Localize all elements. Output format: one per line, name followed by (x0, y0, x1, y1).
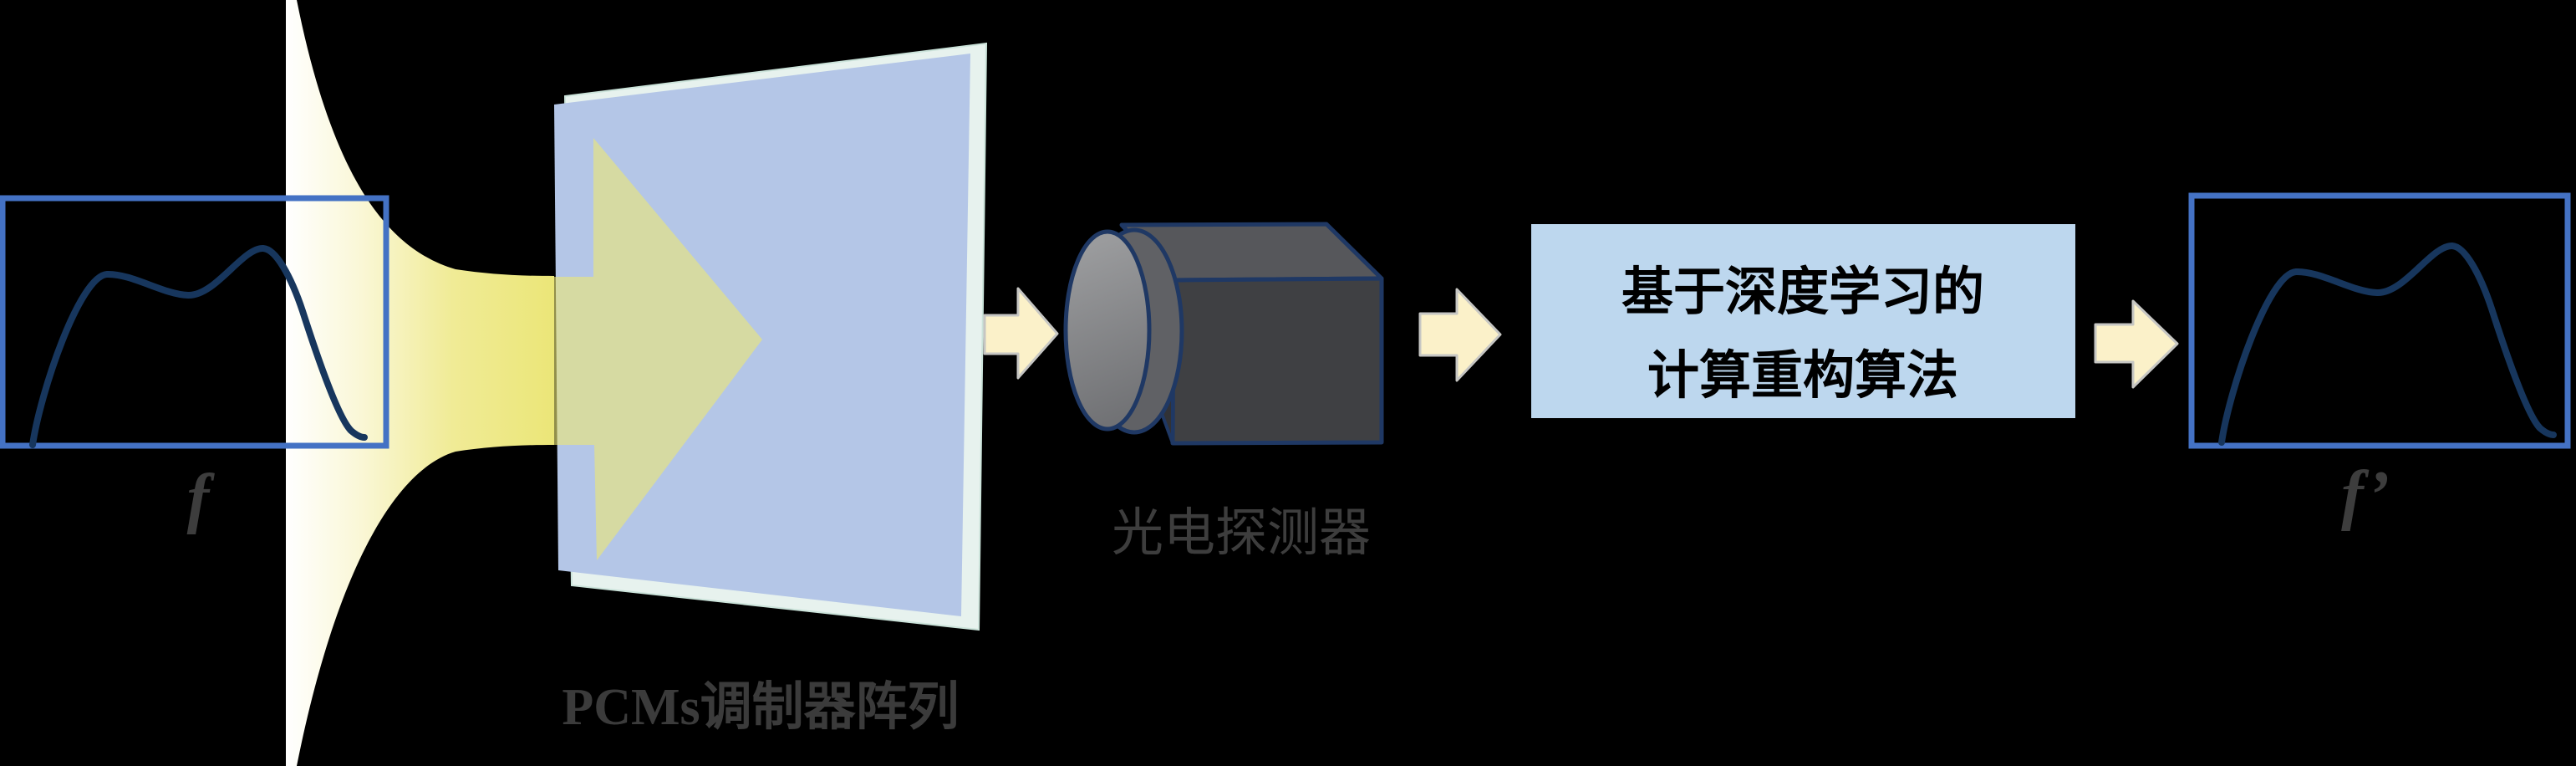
flow-arrow-to-output (2094, 299, 2179, 389)
light-beam (286, 0, 554, 766)
output-spectrum-curve (2218, 243, 2557, 446)
detector-lens-front (1063, 229, 1152, 432)
detector-front-face (1170, 276, 1384, 446)
output-spectrum-box (2188, 192, 2571, 449)
algorithm-label-line2: 计算重构算法 (1647, 347, 1958, 405)
input-spectrum-label: f (187, 462, 216, 535)
input-spectrum-curve (29, 245, 368, 448)
modulator-label: PCMs调制器阵列 (562, 678, 959, 736)
algorithm-box (1531, 224, 2075, 418)
output-spectrum-label: f’ (2341, 458, 2390, 532)
input-spectrum-box (0, 195, 389, 449)
modulator-arrow (554, 138, 762, 560)
detector-label: 光电探测器 (1112, 505, 1371, 562)
flow-arrow-to-detector (983, 287, 1059, 380)
algorithm-label-line1: 基于深度学习的 (1621, 263, 1984, 321)
flow-arrow-to-algorithm (1418, 288, 1502, 382)
photodetector (1063, 222, 1384, 446)
